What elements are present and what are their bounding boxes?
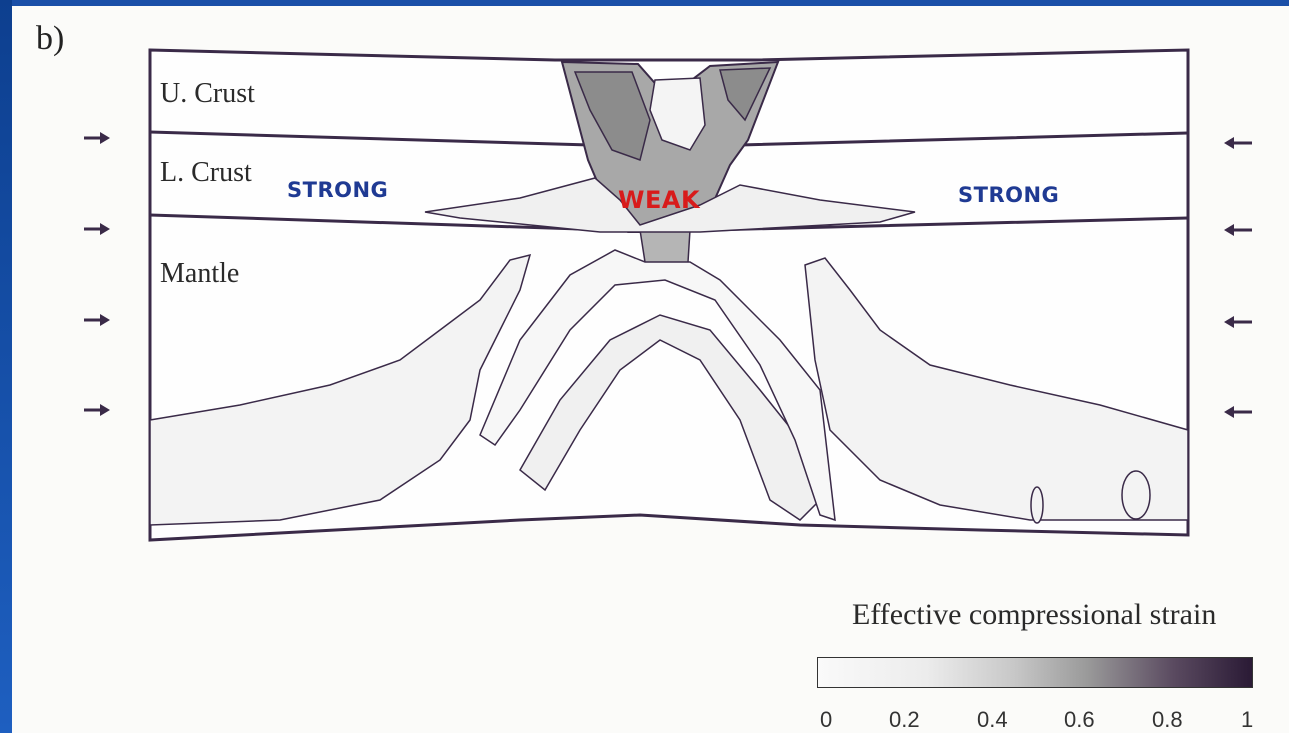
strong-left-callout: STRONG: [287, 178, 388, 202]
legend-tick: 0: [820, 707, 832, 733]
legend-tick: 1: [1241, 707, 1253, 733]
mantle-blob-1: [1031, 487, 1043, 523]
legend-title: Effective compressional strain: [852, 598, 1216, 632]
arrow-left-icon: [1224, 137, 1252, 418]
legend-tick: 0.2: [889, 707, 920, 733]
lower-crust-label: L. Crust: [160, 157, 252, 189]
strong-right-callout: STRONG: [958, 183, 1059, 207]
mantle-blob-2: [1122, 471, 1150, 519]
weak-callout: WEAK: [618, 186, 700, 214]
legend-tick: 0.4: [977, 707, 1008, 733]
legend-colorbar: [817, 657, 1253, 688]
legend-tick: 0.6: [1064, 707, 1095, 733]
mantle-label: Mantle: [160, 258, 239, 290]
upper-crust-label: U. Crust: [160, 78, 255, 110]
legend-tick: 0.8: [1152, 707, 1183, 733]
arrow-right-icon: [84, 132, 110, 416]
